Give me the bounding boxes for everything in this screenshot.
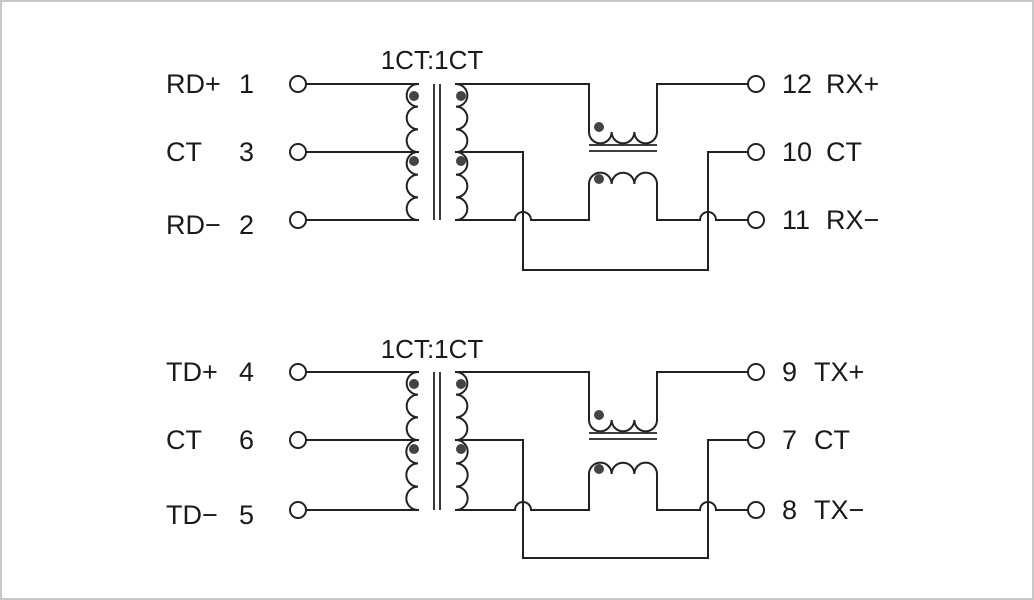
primary-coil-lower: [405, 151, 419, 221]
primary-coil-upper: [405, 83, 419, 153]
choke-polarity-dot: [594, 174, 604, 184]
choke-upper-winding: [588, 419, 658, 433]
secondary-top-wire: [455, 83, 590, 133]
choke-to-rx-minus-wire: [656, 183, 749, 221]
center-tap-wire: [455, 439, 749, 559]
right-pin-name: TX+: [814, 357, 864, 387]
choke-lower-winding: [588, 461, 658, 475]
choke-lower-winding: [588, 171, 658, 185]
right-pin-name: CT: [814, 425, 850, 455]
circuit-1: 1CT:1CT RD+ 1CT 3RD− 2 12 RX+ 10 CT 11 RX−: [166, 45, 879, 271]
turns-ratio-label: 1CT:1CT: [381, 334, 484, 364]
right-pin-number: 9: [782, 357, 797, 387]
right-pin-number: 7: [782, 425, 797, 455]
choke-upper-winding: [588, 131, 658, 145]
secondary-bottom-wire: [455, 183, 590, 221]
left-pin-name: CT: [166, 137, 202, 167]
left-pin-name: TD−: [166, 500, 218, 530]
left-pin-number: 4: [239, 357, 254, 387]
polarity-dot: [456, 156, 466, 166]
choke-polarity-dot: [594, 410, 604, 420]
left-terminal: [289, 431, 307, 449]
polarity-dot: [456, 444, 466, 454]
left-pin-number: 3: [239, 137, 254, 167]
polarity-dot: [456, 91, 466, 101]
circuit-2: 1CT:1CT TD+ 4CT 6TD− 5 9 TX+ 7 CT 8 TX−: [166, 334, 864, 559]
primary-coil-lower: [405, 439, 419, 511]
left-pin-number: 5: [239, 500, 254, 530]
right-pin-name: TX−: [814, 495, 864, 525]
left-terminal: [289, 363, 307, 381]
choke-to-rx-plus-wire: [656, 371, 749, 421]
secondary-coil-lower: [455, 439, 469, 511]
polarity-dot: [456, 379, 466, 389]
choke-polarity-dot: [594, 464, 604, 474]
secondary-top-wire: [455, 371, 590, 421]
right-terminal: [747, 363, 765, 381]
center-tap-wire: [455, 151, 749, 271]
polarity-dot: [409, 444, 419, 454]
polarity-dot: [409, 156, 419, 166]
right-pin-number: 8: [782, 495, 797, 525]
right-terminal: [747, 501, 765, 519]
choke-to-rx-plus-wire: [656, 83, 749, 133]
choke-polarity-dot: [594, 122, 604, 132]
right-pin-number: 11: [782, 205, 810, 235]
right-pin-number: 10: [782, 137, 812, 167]
left-pin-name: CT: [166, 425, 202, 455]
secondary-bottom-wire: [455, 473, 590, 511]
left-pin-number: 1: [239, 69, 254, 99]
left-terminal: [289, 501, 307, 519]
polarity-dot: [409, 379, 419, 389]
right-pin-name: RX−: [826, 205, 879, 235]
right-pin-name: CT: [826, 137, 862, 167]
choke-to-rx-minus-wire: [656, 473, 749, 511]
left-terminal: [289, 75, 307, 93]
left-pin-number: 2: [239, 210, 254, 240]
right-terminal: [747, 75, 765, 93]
polarity-dot: [409, 91, 419, 101]
right-terminal: [747, 211, 765, 229]
right-terminal: [747, 431, 765, 449]
left-pin-name: RD−: [166, 210, 221, 240]
left-terminal: [289, 143, 307, 161]
left-pin-name: TD+: [166, 357, 218, 387]
primary-coil-upper: [405, 371, 419, 441]
right-pin-name: RX+: [826, 69, 879, 99]
secondary-coil-lower: [455, 151, 469, 221]
right-terminal: [747, 143, 765, 161]
left-pin-number: 6: [239, 425, 254, 455]
left-terminal: [289, 211, 307, 229]
right-pin-number: 12: [782, 69, 812, 99]
secondary-coil-upper: [455, 83, 469, 153]
secondary-coil-upper: [455, 371, 469, 441]
turns-ratio-label: 1CT:1CT: [381, 45, 484, 75]
left-pin-name: RD+: [166, 69, 221, 99]
